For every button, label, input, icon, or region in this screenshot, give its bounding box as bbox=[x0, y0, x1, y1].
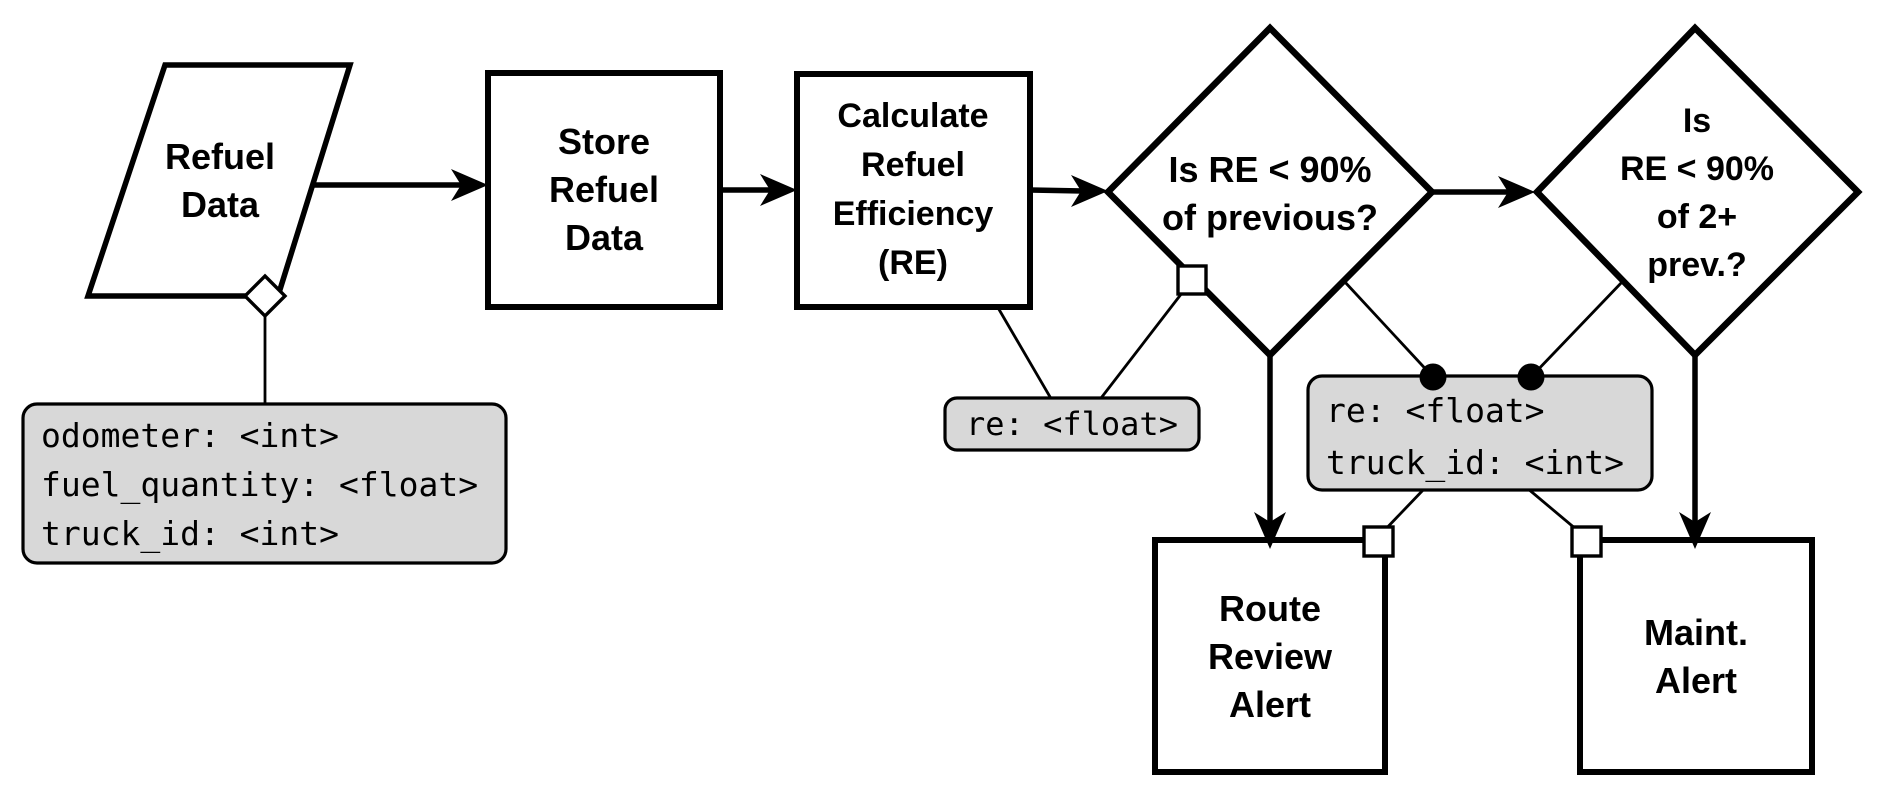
arrow-calc-decision1-shaft bbox=[1029, 187, 1084, 194]
refuel-field-fuel-quantity: fuel_quantity: <float> bbox=[41, 465, 479, 504]
store-line3: Data bbox=[564, 217, 644, 258]
decision2-line3: of 2+ bbox=[1656, 198, 1738, 236]
decision2-line4: prev.? bbox=[1647, 246, 1747, 284]
calc-line4: (RE) bbox=[878, 244, 948, 282]
arrow-decision2-maint-head bbox=[1679, 512, 1711, 549]
arrow-decision1-decision2-head bbox=[1498, 176, 1535, 208]
re-field-annotation-text: re: <float> bbox=[945, 398, 1199, 450]
alert-field-re: re: <float> bbox=[1326, 391, 1545, 430]
calc-line3: Efficiency bbox=[832, 195, 994, 233]
alert-fields-annotation-text: re: <float> truck_id: <int> bbox=[1326, 385, 1624, 489]
decision-2prev-label: Is RE < 90% of 2+ prev.? bbox=[1587, 97, 1807, 289]
edge-decision2-alert-fields-line bbox=[1529, 280, 1625, 378]
square-anchor-decision1-icon bbox=[1176, 264, 1208, 296]
decision1-line1: Is RE < 90% bbox=[1168, 149, 1372, 190]
refuel-fields-annotation-box bbox=[21, 402, 508, 565]
arrow-refuel-store-head bbox=[451, 169, 488, 201]
decision2-line2: RE < 90% bbox=[1619, 150, 1775, 188]
refuel-field-odometer: odometer: <int> bbox=[41, 416, 340, 455]
edge-calc-re-field-line bbox=[995, 305, 1055, 403]
refuel-field-truck-id: truck_id: <int> bbox=[41, 514, 340, 553]
store-line1: Store bbox=[557, 121, 651, 162]
edge-decision1-alert-fields-line bbox=[1342, 280, 1435, 378]
calculate-re-label: Calculate Refuel Efficiency (RE) bbox=[800, 92, 1026, 288]
decision1-line2: of previous? bbox=[1161, 197, 1379, 238]
edge-decision1-re-field-line bbox=[1096, 279, 1194, 403]
dot-anchor-left-icon bbox=[1419, 363, 1447, 391]
flow-arrows bbox=[314, 169, 1711, 549]
refuel-data-label: Refuel Data bbox=[110, 133, 330, 229]
decision2-line1: Is bbox=[1682, 102, 1712, 140]
store-refuel-data-box bbox=[485, 70, 723, 310]
refuel-data-line1: Refuel bbox=[164, 136, 276, 177]
square-anchor-route-icon bbox=[1362, 525, 1395, 558]
alert-field-truck-id: truck_id: <int> bbox=[1326, 443, 1625, 482]
calc-line1: Calculate bbox=[837, 97, 989, 135]
alert-fields-annotation-box bbox=[1306, 374, 1654, 492]
route-line1: Route bbox=[1219, 588, 1321, 629]
annotation-lines bbox=[263, 279, 1625, 537]
route-review-alert-label: Route Review Alert bbox=[1160, 585, 1380, 729]
dot-anchor-right-icon bbox=[1517, 363, 1545, 391]
refuel-data-line2: Data bbox=[180, 184, 260, 225]
calc-line2: Refuel bbox=[861, 146, 965, 184]
square-anchor-maint-icon bbox=[1570, 525, 1603, 558]
diamond-anchor-icon bbox=[242, 273, 288, 319]
arrow-decision1-route-head bbox=[1254, 512, 1286, 549]
route-line3: Alert bbox=[1228, 684, 1312, 725]
store-line2: Refuel bbox=[548, 169, 660, 210]
arrow-store-calc-head bbox=[760, 174, 797, 206]
maint-line2: Alert bbox=[1654, 660, 1738, 701]
arrow-calc-decision1-head bbox=[1071, 175, 1108, 207]
re-field-annotation-box bbox=[943, 396, 1201, 452]
maint-line1: Maint. bbox=[1644, 612, 1748, 653]
decision-prev-label: Is RE < 90% of previous? bbox=[1120, 146, 1420, 242]
re-field-value: re: <float> bbox=[966, 405, 1178, 443]
route-line2: Review bbox=[1207, 636, 1333, 677]
refuel-fields-annotation-text: odometer: <int> fuel_quantity: <float> t… bbox=[41, 411, 478, 558]
store-refuel-data-label: Store Refuel Data bbox=[494, 118, 714, 262]
maint-alert-label: Maint. Alert bbox=[1585, 609, 1807, 705]
